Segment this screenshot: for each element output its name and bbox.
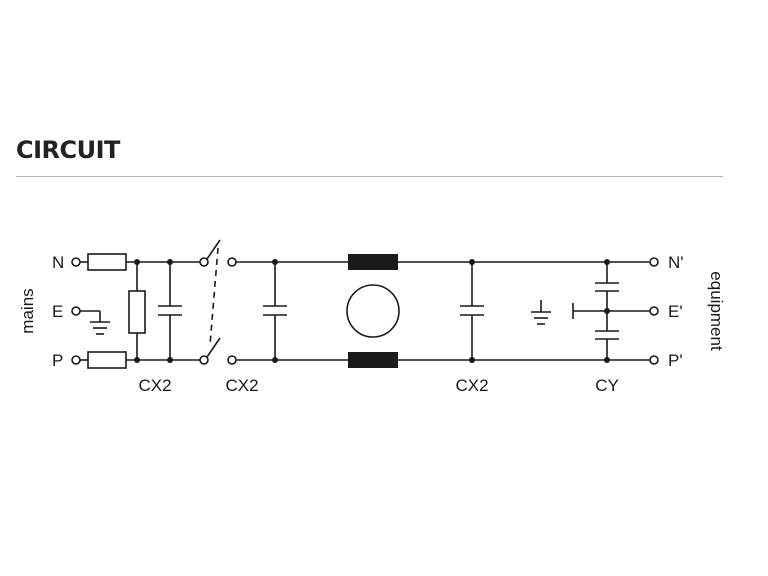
cx2-label-1: CX2 (138, 376, 171, 395)
cy-capacitors (572, 262, 650, 360)
title-divider (16, 176, 723, 177)
bleeder-resistor (128, 262, 146, 360)
chassis-ground-icon (531, 300, 551, 325)
junction-dots (134, 259, 610, 363)
mains-label: mains (18, 288, 37, 333)
equipment-label: equipment (707, 271, 726, 351)
cx2-capacitor-2 (263, 262, 287, 360)
terminal-n-label: N (52, 253, 64, 272)
terminal-e-label: E (52, 302, 63, 321)
page-title: CIRCUIT (16, 136, 120, 164)
cx2-capacitor-3 (460, 262, 484, 360)
terminal-e-out-label: E' (668, 302, 683, 321)
cx2-capacitor-1 (158, 262, 182, 360)
cx2-label-3: CX2 (455, 376, 488, 395)
output-terminals (649, 257, 659, 365)
cy-label: CY (595, 376, 619, 395)
input-terminals (71, 257, 81, 365)
common-mode-choke (346, 254, 400, 368)
terminal-p-label: P (52, 351, 63, 370)
earth-input-ground (80, 310, 110, 335)
terminal-p-out-label: P' (668, 351, 683, 370)
cx2-label-2: CX2 (225, 376, 258, 395)
double-pole-switch (199, 239, 237, 365)
terminal-n-out-label: N' (668, 253, 684, 272)
